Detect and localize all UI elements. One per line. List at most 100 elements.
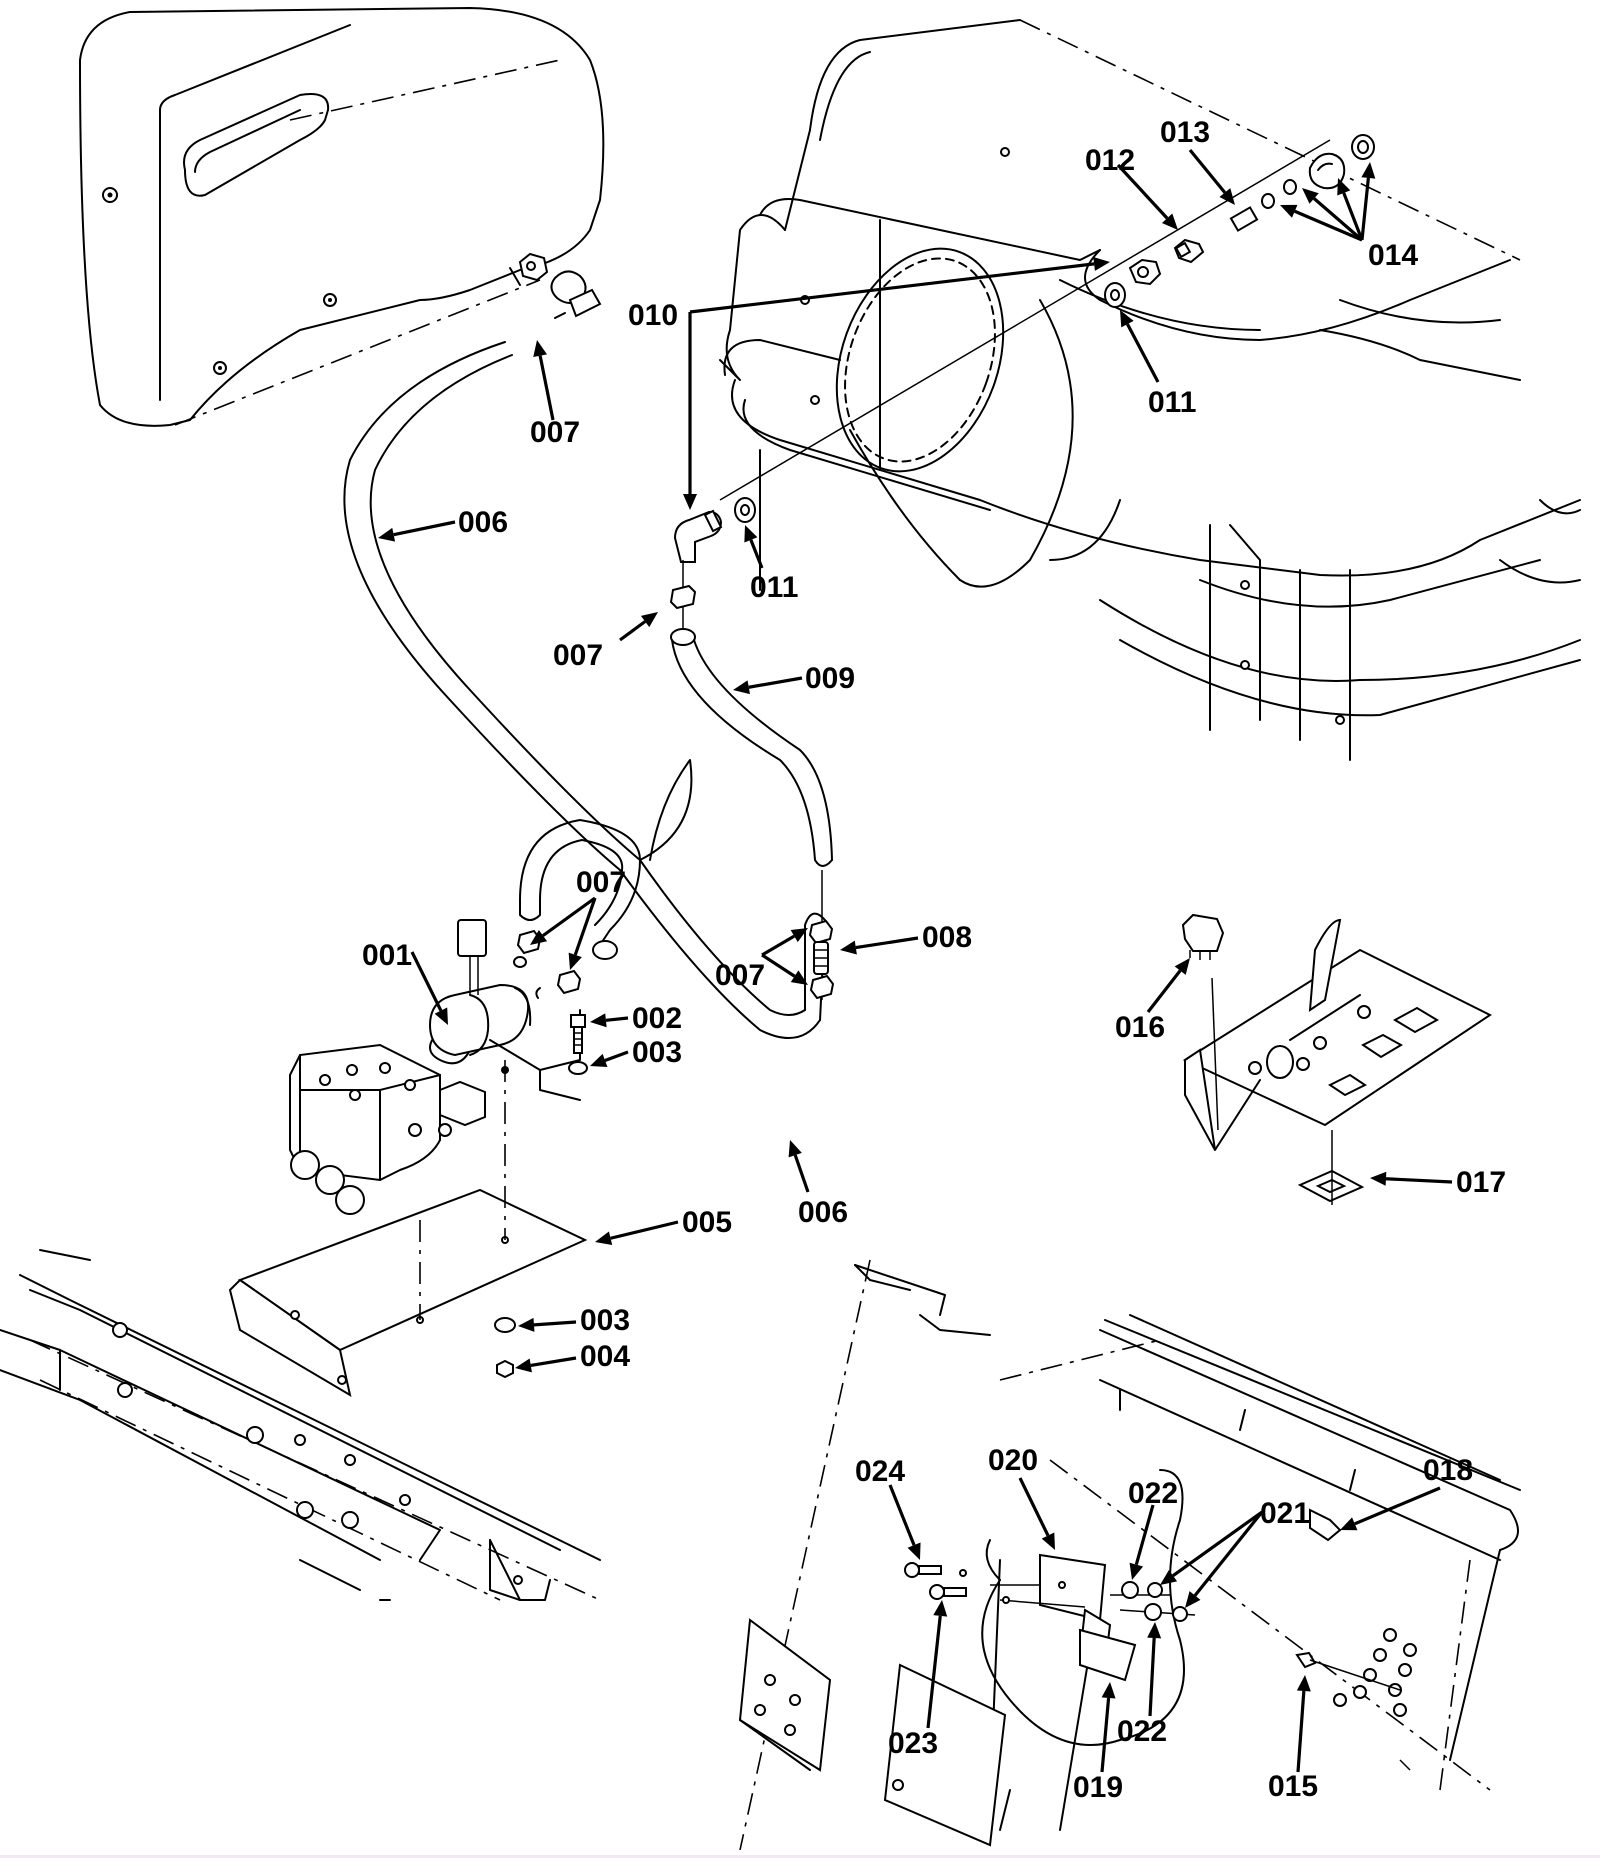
arrowhead-icon [590,1053,608,1068]
leader-line-021 [1193,1510,1264,1597]
callout-014: 014 [1368,239,1418,272]
arrowhead-icon [530,929,548,945]
frame-rail [0,1249,601,1601]
callout-023: 023 [888,1727,938,1760]
callout-002: 002 [632,1002,682,1035]
leader-line-006 [793,1154,810,1193]
callout-006: 006 [798,1196,848,1229]
arrowhead-icon [788,1140,802,1158]
leader-line-007 [761,953,796,978]
arrowhead-icon [1361,162,1376,179]
leader-line-022 [1134,1504,1155,1566]
leader-line-016 [1146,969,1182,1013]
leader-line-014 [1313,197,1364,242]
callout-009: 009 [805,662,855,695]
arrowhead-icon [1340,1517,1358,1531]
leader-line-003 [604,1050,629,1062]
arrowhead-icon [533,340,548,358]
leader-line-011 [749,539,764,569]
arrowhead-icon [640,612,658,628]
leader-line-007 [538,355,555,421]
leader-line-017 [1385,1177,1453,1184]
callout-001: 001 [362,939,412,972]
bulkhead-fitting-assembly [719,134,1375,501]
hydraulic-tank [79,7,605,427]
callout-006: 006 [458,506,508,539]
arrowhead-icon [683,494,697,510]
arrowhead-icon [1160,1569,1178,1585]
callout-003: 003 [580,1304,630,1337]
leader-line-020 [1018,1477,1050,1537]
arrowhead-icon [1337,178,1351,196]
arrowhead-icon [1174,958,1190,975]
callout-005: 005 [682,1206,732,1239]
valve-block [289,1043,486,1215]
leader-line-012 [1116,163,1169,220]
callout-019: 019 [1073,1771,1123,1804]
arrowhead-icon [933,1600,948,1617]
leader-line-001 [410,951,443,1012]
callout-017: 017 [1456,1166,1506,1199]
callout-022: 022 [1128,1477,1178,1510]
mounting-plate [228,1060,588,1398]
callout-003: 003 [632,1036,682,1069]
callout-007: 007 [553,639,603,672]
leader-line-018 [1354,1486,1441,1526]
arrowhead-icon [1370,1171,1387,1186]
arrowhead-icon [733,680,750,695]
callout-024: 024 [855,1455,905,1488]
callout-020: 020 [988,1444,1038,1477]
callout-021: 021 [1260,1497,1310,1530]
callout-007: 007 [530,416,580,449]
relay-panel [738,1259,1521,1851]
callout-011: 011 [1148,386,1196,419]
callout-015: 015 [1268,1770,1318,1803]
callout-labels: 001 002 003 003 004 005 006 006 007 007 … [362,116,1506,1804]
leader-line-007 [542,896,596,937]
arrowhead-icon [1093,256,1110,271]
arrowhead-icon [840,940,857,955]
leader-line-013 [1188,148,1227,194]
callout-022: 022 [1117,1715,1167,1748]
arrowhead-icon [1147,1622,1162,1639]
arrowhead-icon [595,1231,613,1246]
leader-line-009 [748,676,803,689]
arrowhead-icon [907,1542,921,1560]
leader-line-014 [1342,192,1364,241]
leader-line-008 [855,936,919,950]
arrowhead-icon [790,970,808,985]
leader-line-021 [1172,1510,1263,1577]
leader-line-011 [1126,323,1160,383]
bottom-border [0,1855,1600,1858]
leader-line-019 [1100,1697,1111,1773]
callout-010: 010 [628,299,678,332]
callout-016: 016 [1115,1011,1165,1044]
arrowhead-icon [515,1358,532,1373]
leader-line-003 [533,1320,577,1327]
arrowhead-icon [1162,213,1178,230]
arrowhead-icon [1302,188,1319,204]
callout-007: 007 [715,959,765,992]
arrowhead-icon [434,1007,448,1025]
arrowhead-icon [744,525,758,543]
leader-line-007 [573,897,597,956]
clamp-and-fitting-set [808,919,835,1000]
callout-011: 011 [750,571,798,604]
leader-line-007 [619,620,647,642]
leader-line-023 [926,1615,942,1729]
arrowhead-icon [1129,1562,1144,1580]
leader-line-010 [689,262,1095,314]
leader-line-007 [761,934,796,957]
arrowhead-icon [1101,1682,1116,1699]
pump-motor [428,919,588,1101]
callout-008: 008 [922,921,972,954]
arrowhead-icon [568,952,582,970]
elbow-fitting-group [669,497,756,640]
arrowhead-icon [1185,1591,1201,1608]
arrowhead-icon [1219,188,1235,205]
arrowhead-icon [1296,1675,1311,1692]
callout-012: 012 [1085,144,1135,177]
solution-tank [719,19,1581,761]
callout-018: 018 [1423,1454,1473,1487]
